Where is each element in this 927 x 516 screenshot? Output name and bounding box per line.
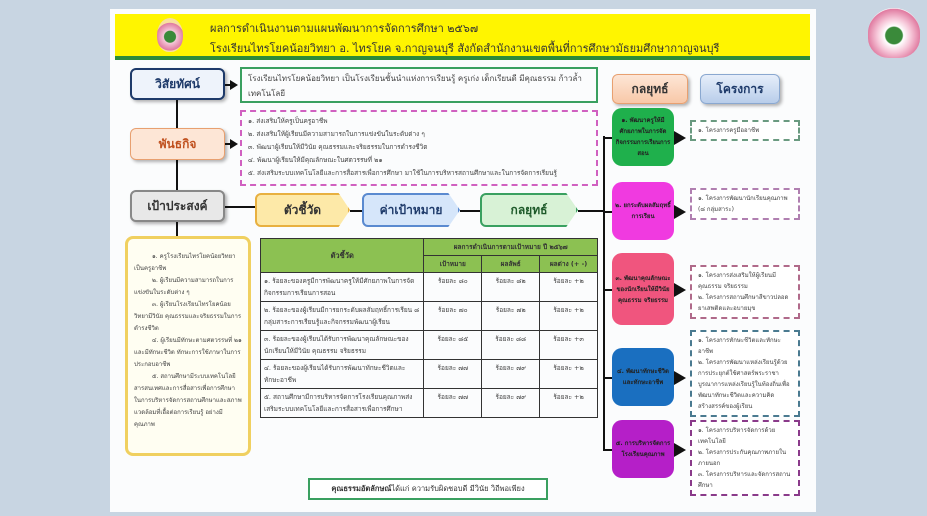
indicator-cell: ๔. ร้อยละของผู้เรียนได้รับการพัฒนาทักษะช…: [259, 359, 425, 389]
col-group: ผลการดำเนินการตามเป้าหมาย ปี ๒๕๖๗: [423, 238, 598, 256]
connector: [460, 210, 480, 212]
connector: [603, 449, 612, 451]
core-values-label: คุณธรรมอัตลักษณ์: [331, 484, 392, 493]
school-logo: [157, 18, 183, 52]
strategy-box: ๒. ยกระดับผลสัมฤทธิ์การเรียน: [612, 182, 674, 240]
connector: [578, 210, 605, 212]
project-item: ๒. โครงการพัฒนาแหล่งเรียนรู้ด้วยการประยุ…: [698, 359, 790, 410]
goal-label: เป้าประสงค์: [130, 190, 225, 222]
vision-text: โรงเรียนไทรโยคน้อยวิทยา เป็นโรงเรียนชั้น…: [240, 67, 598, 103]
connector: [225, 84, 231, 86]
table-row: ๕. สถานศึกษามีการบริหารจัดการโรงเรียนคุณ…: [259, 388, 598, 418]
project-header: โครงการ: [700, 74, 780, 104]
goal-item: ๔. ผู้เรียนมีทักษะตามศตวรรษที่ ๒๑ และมีท…: [134, 337, 242, 368]
target-cell: ร้อยละ ๗๗: [423, 388, 483, 418]
header-banner: ผลการดำเนินงานตามแผนพัฒนาการจัดการศึกษา …: [115, 14, 810, 60]
connector: [225, 143, 231, 145]
target-cell: ร้อยละ ๗๐: [423, 301, 483, 331]
diff-cell: ร้อยละ +๒: [539, 272, 598, 302]
project-item: ๓. โครงการบริหารและจัดการสถานศึกษา: [698, 471, 791, 489]
arrow-icon: [674, 131, 686, 145]
result-cell: ร้อยละ ๗๙: [481, 388, 541, 418]
corner-logo: [868, 8, 920, 58]
table-row: ๔. ร้อยละของผู้เรียนได้รับการพัฒนาทักษะช…: [259, 359, 598, 389]
strategy-header: กลยุทธ์: [612, 74, 688, 104]
project-item: ๑. โครงการพัฒนานักเรียนคุณภาพ (๘ กลุ่มสา…: [698, 195, 788, 213]
project-box: ๑. โครงการครูมืออาชีพ: [690, 120, 800, 141]
header-title: ผลการดำเนินงานตามแผนพัฒนาการจัดการศึกษา …: [210, 22, 479, 35]
table-row: ๑. ร้อยละของครูมีการพัฒนาครูให้มีศักยภาพ…: [259, 272, 598, 302]
flow-strategy: กลยุทธ์: [480, 193, 578, 227]
project-box: ๑. โครงการพัฒนานักเรียนคุณภาพ (๘ กลุ่มสา…: [690, 188, 800, 220]
mission-item: ๔. พัฒนาผู้เรียนให้มีคุณลักษณะในศตวรรษที…: [248, 156, 383, 164]
arrow-icon: [674, 205, 686, 219]
mission-box: ๑. ส่งเสริมให้ครูเป็นครูอาชีพ ๒. ส่งเสริ…: [240, 110, 598, 186]
col-target: เป้าหมาย: [423, 255, 483, 273]
connector: [603, 289, 612, 291]
arrow-icon: [674, 283, 686, 297]
strategy-box: ๑. พัฒนาครูให้มีศักยภาพในการจัดกิจกรรมกา…: [612, 108, 674, 166]
col-result: ผลลัพธ์: [481, 255, 541, 273]
goal-item: ๒. ผู้เรียนมีความสามารถในการแข่งขันในระด…: [134, 277, 234, 296]
arrow-icon: [230, 139, 238, 149]
flow-indicator: ตัวชี้วัด: [255, 193, 350, 227]
project-item: ๑. โครงการบริหารจัดการด้วยเทคโนโลยี: [698, 427, 776, 445]
arrow-icon: [674, 371, 686, 385]
indicator-cell: ๒. ร้อยละของผู้เรียนมีการยกระดับผลสัมฤทธ…: [259, 301, 425, 331]
results-table: ตัวชี้วัด ผลการดำเนินการตามเป้าหมาย ปี ๒…: [259, 238, 598, 418]
diff-cell: ร้อยละ +๒: [539, 359, 598, 389]
project-box: ๑. โครงการส่งเสริมให้ผู้เรียนมีคุณธรรม จ…: [690, 265, 800, 319]
header-subtitle: โรงเรียนไทรโยคน้อยวิทยา อ. ไทรโยค จ.กาญจ…: [210, 42, 720, 55]
project-item: ๑. โครงการครูมืออาชีพ: [698, 127, 760, 134]
connector: [603, 377, 612, 379]
strategy-box: ๕. การบริหารจัดการโรงเรียนคุณภาพ: [612, 420, 674, 478]
mission-item: ๑. ส่งเสริมให้ครูเป็นครูอาชีพ: [248, 117, 328, 125]
goal-item: ๑. ครูโรงเรียนไทรโยคน้อยวิทยาเป็นครูอาชี…: [134, 253, 236, 272]
result-cell: ร้อยละ ๘๒: [481, 272, 541, 302]
goal-item: ๓. ผู้เรียนโรงเรียนไทรโยคน้อยวิทยามีวินั…: [134, 301, 242, 332]
col-diff: ผลต่าง (+ -): [539, 255, 598, 273]
connector: [176, 222, 178, 236]
target-cell: ร้อยละ ๘๕: [423, 330, 483, 360]
connector: [603, 137, 612, 139]
mission-label: พันธกิจ: [130, 128, 225, 160]
flow-target: ค่าเป้าหมาย: [362, 193, 460, 227]
project-item: ๒. โครงการสถานศึกษาสีขาวปลอดยาเสพติดและอ…: [698, 294, 789, 312]
target-cell: ร้อยละ ๘๐: [423, 272, 483, 302]
goal-items-box: ๑. ครูโรงเรียนไทรโยคน้อยวิทยาเป็นครูอาชี…: [125, 236, 251, 456]
diff-cell: ร้อยละ +๒: [539, 301, 598, 331]
table-row: ๓. ร้อยละของผู้เรียนได้รับการพัฒนาคุณลัก…: [259, 330, 598, 360]
col-indicator: ตัวชี้วัด: [259, 238, 425, 273]
indicator-cell: ๓. ร้อยละของผู้เรียนได้รับการพัฒนาคุณลัก…: [259, 330, 425, 360]
connector: [350, 210, 362, 212]
project-item: ๑. โครงการทักษะชีวิตและทักษะอาชีพ: [698, 337, 781, 355]
arrow-icon: [230, 80, 238, 90]
result-cell: ร้อยละ ๘๘: [481, 330, 541, 360]
table-row: ๒. ร้อยละของผู้เรียนมีการยกระดับผลสัมฤทธ…: [259, 301, 598, 331]
connector: [603, 211, 612, 213]
mission-item: ๒. ส่งเสริมให้ผู้เรียนมีความสามารถในการแ…: [248, 130, 425, 138]
result-cell: ร้อยละ ๗๙: [481, 359, 541, 389]
project-item: ๑. โครงการส่งเสริมให้ผู้เรียนมีคุณธรรม จ…: [698, 272, 776, 290]
core-values-text: ได้แก่ ความรับผิดชอบดี มีวินัย วิถีพอเพี…: [391, 484, 525, 493]
indicator-cell: ๑. ร้อยละของครูมีการพัฒนาครูให้มีศักยภาพ…: [259, 272, 425, 302]
strategy-box: ๔. พัฒนาทักษะชีวิตและทักษะอาชีพ: [612, 348, 674, 406]
indicator-cell: ๕. สถานศึกษามีการบริหารจัดการโรงเรียนคุณ…: [259, 388, 425, 418]
mission-item: ๓. พัฒนาผู้เรียนให้มีวินัย คุณธรรมและจริ…: [248, 143, 428, 151]
connector: [225, 206, 255, 208]
strategy-box: ๓. พัฒนาคุณลักษณะของนักเรียนให้มีวินัย ค…: [612, 253, 674, 325]
target-cell: ร้อยละ ๗๗: [423, 359, 483, 389]
mission-item: ๕. ส่งเสริมระบบเทคโนโลยีและการสื่อสารเพื…: [248, 169, 557, 177]
goal-item: ๕. สถานศึกษามีระบบเทคโนโลยีสารสนเทศและกา…: [134, 373, 242, 428]
diff-cell: ร้อยละ +๒: [539, 388, 598, 418]
core-values: คุณธรรมอัตลักษณ์ ได้แก่ ความรับผิดชอบดี …: [308, 478, 548, 500]
project-box: ๑. โครงการทักษะชีวิตและทักษะอาชีพ๒. โครง…: [690, 330, 800, 417]
strategy-connector: [603, 136, 605, 449]
result-cell: ร้อยละ ๗๒: [481, 301, 541, 331]
diff-cell: ร้อยละ +๓: [539, 330, 598, 360]
project-item: ๒. โครงการประกันคุณภาพภายในภายนอก: [698, 449, 787, 467]
arrow-icon: [674, 443, 686, 457]
vision-label: วิสัยทัศน์: [130, 68, 225, 100]
project-box: ๑. โครงการบริหารจัดการด้วยเทคโนโลยี๒. โค…: [690, 420, 800, 496]
